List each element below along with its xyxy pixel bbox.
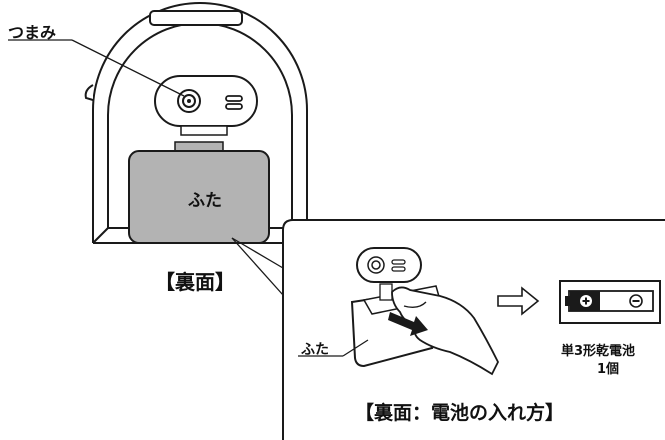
cover-inset-leader: [298, 339, 369, 357]
pull-arrow-icon: [388, 312, 428, 336]
side-nub: [84, 84, 94, 101]
zoom-lines: [231, 237, 284, 296]
knob-leader: [8, 39, 185, 97]
inset-control-panel: [356, 247, 422, 283]
knob-icon: [177, 89, 201, 113]
inset-title: 【裏面：電池の入れ方】: [355, 402, 565, 424]
cover-label: ふた: [188, 191, 222, 211]
battery-icon: [559, 280, 661, 324]
back-side-label: 【裏面】: [155, 270, 235, 294]
battery-cover: [128, 141, 270, 244]
finger-line: [403, 301, 427, 309]
inset-cover-label: ふた: [301, 342, 329, 358]
top-notch: [149, 10, 243, 26]
knob-label: つまみ: [8, 23, 57, 42]
indicator-slots-icon: [225, 95, 243, 110]
battery-type-label: 単3形乾電池: [561, 344, 636, 359]
control-panel: [154, 75, 258, 136]
battery-qty-label: 1個: [597, 362, 620, 377]
right-arrow-icon: [497, 286, 540, 316]
